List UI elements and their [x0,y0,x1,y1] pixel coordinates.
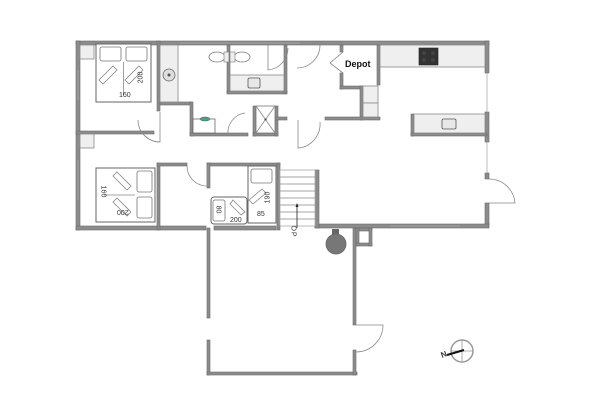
bedroom-3-bunk-bed [247,165,277,224]
extra-bed-width-label: 80 [214,205,222,214]
bedroom-3-extra-bed [210,196,248,225]
bed-2-length-label: 200 [117,208,129,215]
sink-icon [247,77,261,89]
bedroom-1-double-bed [95,43,152,103]
interior-walls [75,40,381,376]
wood-stove-icon [325,229,347,255]
stairs-up-label: OP [289,225,297,238]
bed-3-lower-width-label: 85 [257,211,265,218]
shelf-2 [362,102,379,118]
toilets [208,51,251,63]
extra-bed-length-label: 200 [230,217,242,224]
shelf-1 [362,85,379,104]
closet-bedroom-1 [79,44,95,60]
stove-icon [418,47,439,66]
bed-1-width-label: 160 [119,92,131,99]
bed-3-length-label: 190 [264,191,272,204]
doors [137,44,516,353]
shower-icon [255,105,276,134]
windows [77,42,488,227]
closet-bedroom-2 [79,133,95,149]
depot-room-label: Depot [345,59,371,69]
kitchen-sink-icon [441,118,457,130]
staircase [279,169,316,228]
bedroom-2-double-bed [95,167,156,223]
bed-2-width-label: 160 [99,185,107,198]
bed-1-length-label: 200 [137,71,145,84]
compass-icon [446,339,474,363]
